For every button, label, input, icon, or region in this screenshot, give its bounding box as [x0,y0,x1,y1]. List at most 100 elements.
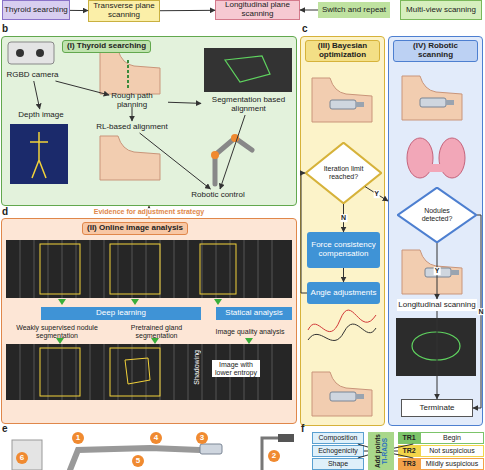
node-text: Transverse plane scanning [89,2,159,20]
connector [220,115,245,189]
connector [168,102,201,103]
panel-title: (III) Bayesian optimization [305,40,380,62]
edge-label: Evidence for adjustment strategy [93,208,205,216]
nodule-outline [412,332,460,360]
node-text: Not suspicious [420,445,484,457]
connector [300,10,318,11]
robot-joint [231,134,239,142]
method-band: Statical analysis [216,307,292,320]
connector [365,187,388,201]
feature-box: Composition [312,432,364,444]
probe [330,100,364,109]
callout-number: 1 [72,432,84,444]
edge-label: N [340,214,347,222]
text-node: Pretrained gland segmentation [109,323,204,341]
node-text: Thyroid searching [4,6,68,15]
node-text: Iteration limit reached? [305,165,382,180]
node-text: RL-based alignment [96,123,168,132]
camera-stand [262,438,285,470]
node-text: Longitudinal plane scanning [216,1,299,19]
callout-number: 3 [196,432,208,444]
robot-arm [70,448,200,470]
node-text: Deep learning [96,309,146,318]
panel-letter: b [2,24,8,34]
connector [358,444,368,447]
frame-note: Shadowing [193,350,200,385]
gland-outline [125,358,150,384]
node-text: Begin [420,432,484,444]
node-text: Echogenicity [318,447,358,455]
panel-letter: d [2,207,8,217]
frame-note: Image with lower entropy [212,360,260,377]
image-strip [6,344,292,400]
edge-label: Y [434,267,441,275]
node-text: Composition [319,434,358,442]
process-box: Force consistency compensation [307,232,380,268]
stage-box: Multi-view scanning [400,0,482,20]
text-node: Longitudinal scanning [397,299,477,311]
camera-lens [16,49,24,57]
decision-diamond: Iteration limit reached? [305,142,382,204]
node-text: Nodules detected? [397,207,477,222]
node-text: Mildly suspicious [420,458,484,470]
method-band: Deep learning [41,307,201,320]
node-text: Switch and repeat [322,6,386,15]
connector [343,268,344,282]
grade-tag: TR2 [398,445,420,457]
node-text: Multi-view scanning [406,6,476,15]
text-node: RL-based alignment [96,121,168,133]
callout-number: 2 [268,450,280,462]
node-text: Longitudinal scanning [398,301,475,310]
frame-highlight [200,244,236,294]
probe [330,392,364,401]
grade-row: TR1Begin [398,432,484,444]
connector [394,444,413,448]
stage-box: Longitudinal plane scanning [215,0,300,20]
frame-highlight [110,244,160,294]
stage-band: Switch and repeat [318,2,390,18]
callout-number: 6 [16,452,28,464]
edge-label: Y [373,190,380,198]
thyroid-isthmus [428,164,444,172]
node-text: Depth image [18,111,63,120]
ultrasound-image [204,48,292,92]
stage-box: Transverse plane scanning [88,0,160,22]
skeleton [30,132,48,178]
segmentation-outline [225,56,270,82]
probe [200,444,222,454]
text-node: RGBD camera [5,69,60,81]
text-node: Segmentation based alignment [201,95,296,115]
node-text: TI-RADS [381,438,388,464]
node-text: Pretrained gland segmentation [109,324,204,339]
panel-title: (I) Thyroid searching [62,40,151,53]
feature-box: Shape [312,458,364,470]
grade-row: TR3Mildly suspicious [398,458,484,470]
probe [420,98,454,107]
node-text: Weakly supervised nodule segmentation [7,324,107,339]
grade-tag: TR1 [398,432,420,444]
connector [394,451,398,452]
diamond-shape [306,143,381,204]
robot-joint [211,151,219,159]
panel-title: (II) Online image analysis [82,222,188,235]
frame-highlight [40,348,80,396]
node-text: Angle adjustments [311,289,377,298]
node-text: Segmentation based alignment [201,96,296,114]
connector [55,81,109,95]
terminal-box: Terminate [401,399,473,417]
node-text: Shape [328,460,348,468]
stage-box: Thyroid searching [2,0,70,20]
camera-body [8,42,54,64]
connector [394,454,413,458]
text-node: Rough path planning [96,95,168,107]
node-text: Robotic control [191,191,244,200]
frame-highlight [110,348,160,396]
text-node: Robotic control [183,189,253,201]
node-text: Terminate [419,404,454,413]
frame-highlight [40,244,80,294]
callout-number: 5 [132,455,144,467]
node-text: Force consistency compensation [307,241,380,259]
panel-letter: f [301,424,304,434]
connector [160,10,215,11]
depth-image [10,124,68,184]
